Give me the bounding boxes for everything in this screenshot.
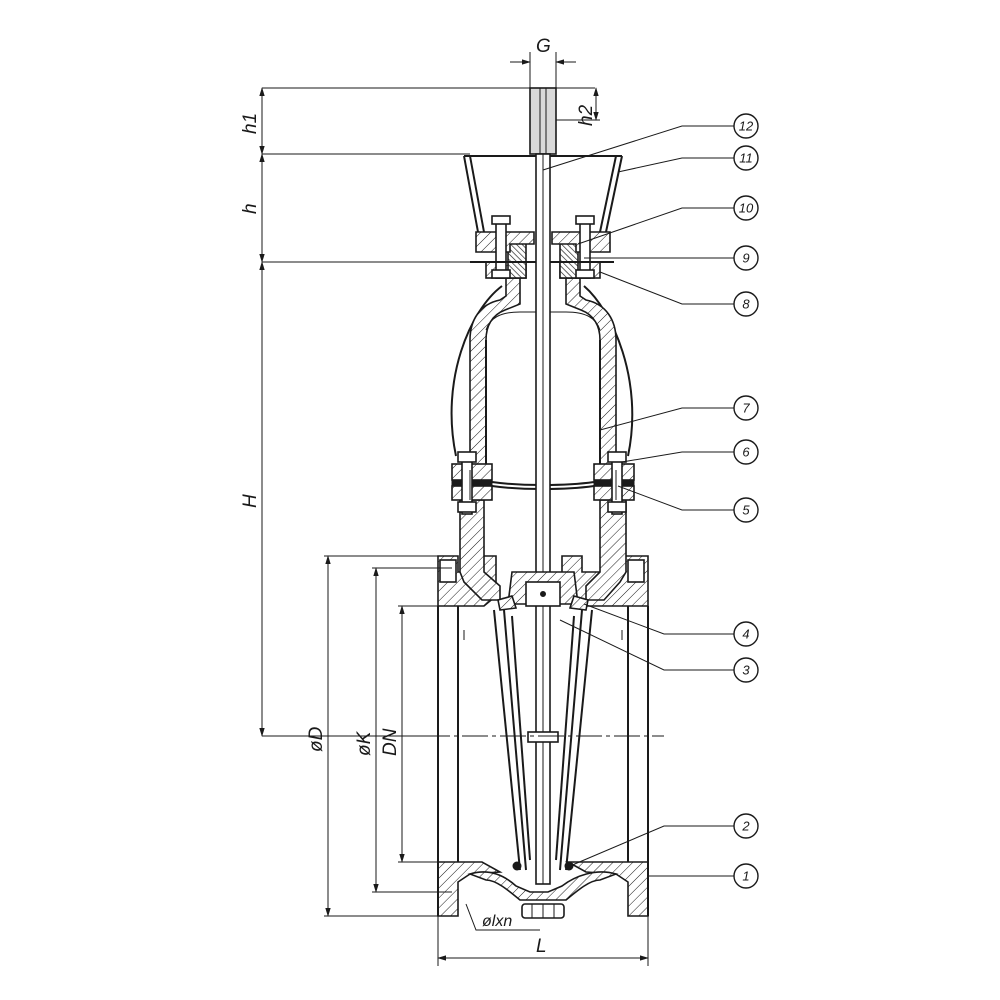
stuffing-box [470,215,614,279]
svg-text:1: 1 [742,869,749,884]
svg-text:3: 3 [742,663,750,678]
svg-text:5: 5 [742,503,750,518]
svg-text:9: 9 [742,251,749,266]
callout-1: 1 [733,863,759,889]
dim-DN-label: DN [380,728,401,756]
stem [529,87,557,885]
dim-D-label: øD [306,726,327,752]
dim-H-label: H [240,494,261,508]
callout-8: 8 [733,291,759,317]
callout-4: 4 [733,621,759,647]
dim-h2-label: h2 [576,104,597,126]
svg-text:4: 4 [742,627,749,642]
callout-7: 7 [733,395,759,421]
svg-text:2: 2 [741,819,750,834]
dimension-lines [259,52,649,966]
dim-h-label: h [240,203,261,214]
svg-text:6: 6 [742,445,750,460]
svg-text:11: 11 [739,151,753,166]
dim-L-label: L [536,936,547,957]
callout-3: 3 [733,657,759,683]
svg-text:10: 10 [739,201,754,216]
svg-text:12: 12 [739,119,754,134]
callout-leaders [542,125,734,877]
dimension-labels: G h1 h2 h H øD øK DN ølxn L [240,36,597,957]
svg-text:8: 8 [742,297,750,312]
svg-text:7: 7 [742,401,750,416]
callout-6: 6 [733,439,759,465]
callout-12: 12 [733,113,759,139]
callout-5: 5 [733,497,759,523]
bonnet-flange [451,451,635,515]
callout-11: 11 [733,145,759,171]
dim-bolt-label: ølxn [482,913,512,930]
wedge [493,571,593,871]
callout-10: 10 [733,195,759,221]
callouts: 1 2 3 4 5 6 7 8 9 10 11 12 [733,113,759,889]
callout-2: 2 [733,813,759,839]
dim-K-label: øK [354,730,375,756]
bonnet [450,277,634,471]
dim-g-label: G [536,36,551,57]
top-cap [463,155,623,233]
dim-h1-label: h1 [240,113,261,134]
callout-9: 9 [733,245,759,271]
valve-body [437,499,649,919]
